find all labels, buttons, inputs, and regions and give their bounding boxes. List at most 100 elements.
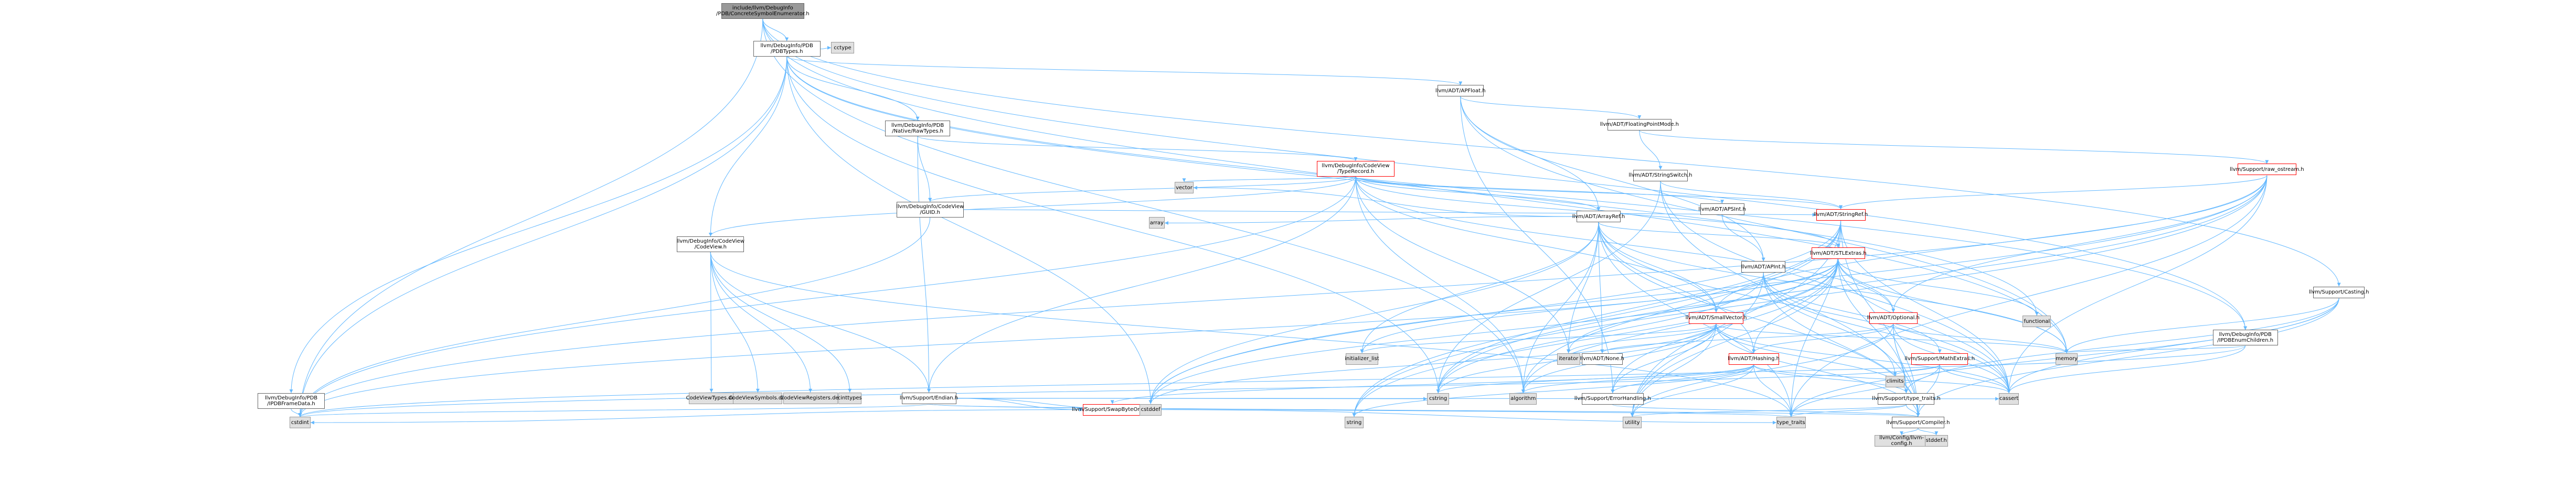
edge-stlextras-to-initlist (1360, 259, 1839, 353)
node-apsint[interactable]: llvm/ADT/APSInt.h (1698, 203, 1746, 215)
edge-root-to-enumchildren (762, 18, 2248, 330)
edge-arrayref-to-cassert (1598, 222, 2011, 393)
edge-pdbtypes-to-enumchildren (786, 57, 2248, 330)
node-fpmode[interactable]: llvm/ADT/FloatingPointMode.h (1600, 118, 1679, 131)
edge-apint-to-cassert (1763, 273, 2011, 393)
node-none[interactable]: llvm/ADT/None.h (1580, 353, 1624, 365)
edge-casting-to-compiler (1916, 298, 2339, 417)
edge-typerecord-to-cstdint (298, 176, 1356, 417)
edge-strswitch-to-stringref (1660, 181, 1843, 209)
edge-stlextras-to-optional (1838, 259, 1896, 312)
node-strswitch[interactable]: llvm/ADT/StringSwitch.h (1628, 169, 1692, 181)
edge-smallvector-to-initlist (1360, 323, 1717, 354)
edge-root-to-memory (762, 18, 2069, 353)
edge-optional-to-typetraits (1893, 323, 1908, 393)
edge-codeview-to-cvregs (710, 252, 813, 393)
node-endian[interactable]: llvm/Support/Endian.h (900, 392, 958, 404)
edge-codeview-to-cinttypes (710, 252, 852, 393)
edge-typerecord-to-endian (927, 176, 1356, 393)
node-compiler[interactable]: llvm/Support/Compiler.h (1886, 417, 1950, 429)
edge-root-to-cstdint (298, 18, 763, 417)
edge-stlextras-to-functional (1838, 259, 2039, 316)
edge-casting-to-cassert (2007, 298, 2339, 393)
edge-typerecord-to-vector (1182, 176, 1356, 182)
edge-mathextras-to-compiler (1916, 364, 1940, 417)
node-rawtypes[interactable]: llvm/DebugInfo/PDB /Native/RawTypes.h (885, 120, 951, 136)
edge-pdbtypes-to-codeview (708, 57, 787, 236)
node-string: string (1345, 417, 1364, 429)
node-errorhandling[interactable]: llvm/Support/ErrorHandling.h (1574, 393, 1651, 405)
node-cvsymbols: CodeViewSymbols.def (729, 392, 787, 404)
edge-pdbtypes-to-cstddef (786, 57, 1153, 404)
edge-strswitch-to-cassert (1660, 181, 2011, 393)
node-apint[interactable]: llvm/ADT/APInt.h (1741, 261, 1785, 273)
node-swaporder[interactable]: llvm/Support/SwapByteOrder.h (1072, 404, 1153, 416)
edge-rawostream-to-stringref (1839, 175, 2268, 210)
node-typerecord[interactable]: llvm/DebugInfo/CodeView /TypeRecord.h (1316, 160, 1395, 177)
node-codeview[interactable]: llvm/DebugInfo/CodeView /CodeView.h (677, 236, 744, 252)
edge-typerecord-to-stringref (1355, 176, 1843, 210)
edge-pdbtypes-to-functional (786, 57, 2039, 316)
node-apfloat[interactable]: llvm/ADT/APFloat.h (1435, 85, 1486, 97)
node-typetraits[interactable]: llvm/Support/type_traits.h (1872, 393, 1941, 405)
node-enumchildren[interactable]: llvm/DebugInfo/PDB /IPDBEnumChildren.h (2212, 330, 2278, 346)
edge-swaporder-to-cstdint (310, 409, 1083, 425)
edge-typerecord-to-iterator (1355, 176, 1571, 353)
edge-typerecord-to-codeview (709, 176, 1356, 236)
edge-codeview-to-endian (710, 252, 931, 393)
edge-mathextras-to-cassert (1939, 364, 2011, 393)
node-arrayref[interactable]: llvm/ADT/ArrayRef.h (1572, 211, 1625, 223)
node-pdbtypes[interactable]: llvm/DebugInfo/PDB /PDBTypes.h (753, 41, 821, 57)
node-functional: functional (2023, 316, 2051, 327)
node-rawostream[interactable]: llvm/Support/raw_ostream.h (2230, 164, 2304, 176)
node-cstddef: cstddef (1140, 404, 1162, 416)
node-cvregs: CodeViewRegisters.def (780, 392, 840, 404)
edge-mathextras-to-climits (1893, 364, 1940, 376)
edge-typetraits-to-utility (1631, 404, 1907, 417)
edge-pdbtypes-to-rawtypes (786, 57, 920, 121)
edge-endian-to-cstdint (299, 404, 929, 417)
node-pdbframe[interactable]: llvm/DebugInfo/PDB /IPDBFrameData.h (258, 393, 325, 409)
node-optional[interactable]: llvm/ADT/Optional.h (1867, 312, 1920, 324)
edge-hashing-to-string (1352, 364, 1754, 417)
edge-rawtypes-to-endian (917, 136, 931, 393)
edge-guid-to-cstdint (298, 217, 931, 417)
edge-apsint-to-apint (1722, 215, 1765, 262)
edge-stlextras-to-typetraits (1838, 259, 1908, 393)
edge-apint-to-climits (1763, 273, 1897, 376)
edge-arrayref-to-smallvector (1598, 222, 1718, 312)
edge-apfloat-to-fpmode (1460, 96, 1642, 120)
edge-smallvector-to-cassert (1716, 323, 2011, 393)
node-guid[interactable]: llvm/DebugInfo/CodeView /GUID.h (896, 201, 964, 218)
edge-casting-to-typetraits (1904, 298, 2339, 393)
node-stringref[interactable]: llvm/ADT/StringRef.h (1814, 209, 1868, 221)
edge-hashing-to-errorhandling (1611, 364, 1754, 394)
edge-apint-to-mathextras (1763, 273, 1942, 353)
node-hashing[interactable]: llvm/ADT/Hashing.h (1728, 353, 1780, 365)
node-smallvector[interactable]: llvm/ADT/SmallVector.h (1686, 312, 1747, 324)
edge-stringref-to-algorithm (1521, 220, 1841, 393)
node-typetraitsstd: type_traits (1776, 417, 1806, 429)
edge-apfloat-to-errorhandling (1460, 96, 1615, 393)
edge-rawostream-to-cstdint (298, 175, 2268, 417)
edge-arrayref-to-iterator (1567, 222, 1599, 353)
node-cassert: cassert (1999, 393, 2019, 405)
edge-guid-to-stringref (963, 209, 1816, 217)
edge-typerecord-to-optional (1355, 176, 1896, 312)
edge-pdbtypes-to-pdbframe (289, 57, 787, 393)
node-mathextras[interactable]: llvm/Support/MathExtras.h (1904, 353, 1975, 365)
edge-mathextras-to-typetraitsstd (1789, 364, 1940, 417)
edge-stlextras-to-cstddef (1148, 259, 1839, 404)
edge-rawostream-to-string (1352, 175, 2268, 417)
edge-smallvector-to-memory (1716, 323, 2069, 354)
node-cstdint: cstdint (289, 417, 311, 429)
edge-typerecord-to-arrayref (1355, 176, 1601, 211)
node-casting[interactable]: llvm/Support/Casting.h (2309, 286, 2369, 298)
node-stlextras[interactable]: llvm/ADT/STLExtras.h (1810, 247, 1867, 259)
edge-hashing-to-typetraits (1753, 364, 1908, 394)
edge-stringref-to-cstddef (1148, 220, 1841, 404)
edge-hashing-to-typetraitsstd (1753, 364, 1793, 417)
edge-swaporder-to-typetraitsstd (1142, 409, 1776, 425)
node-root[interactable]: include/llvm/DebugInfo /PDB/ConcreteSymb… (716, 3, 810, 19)
